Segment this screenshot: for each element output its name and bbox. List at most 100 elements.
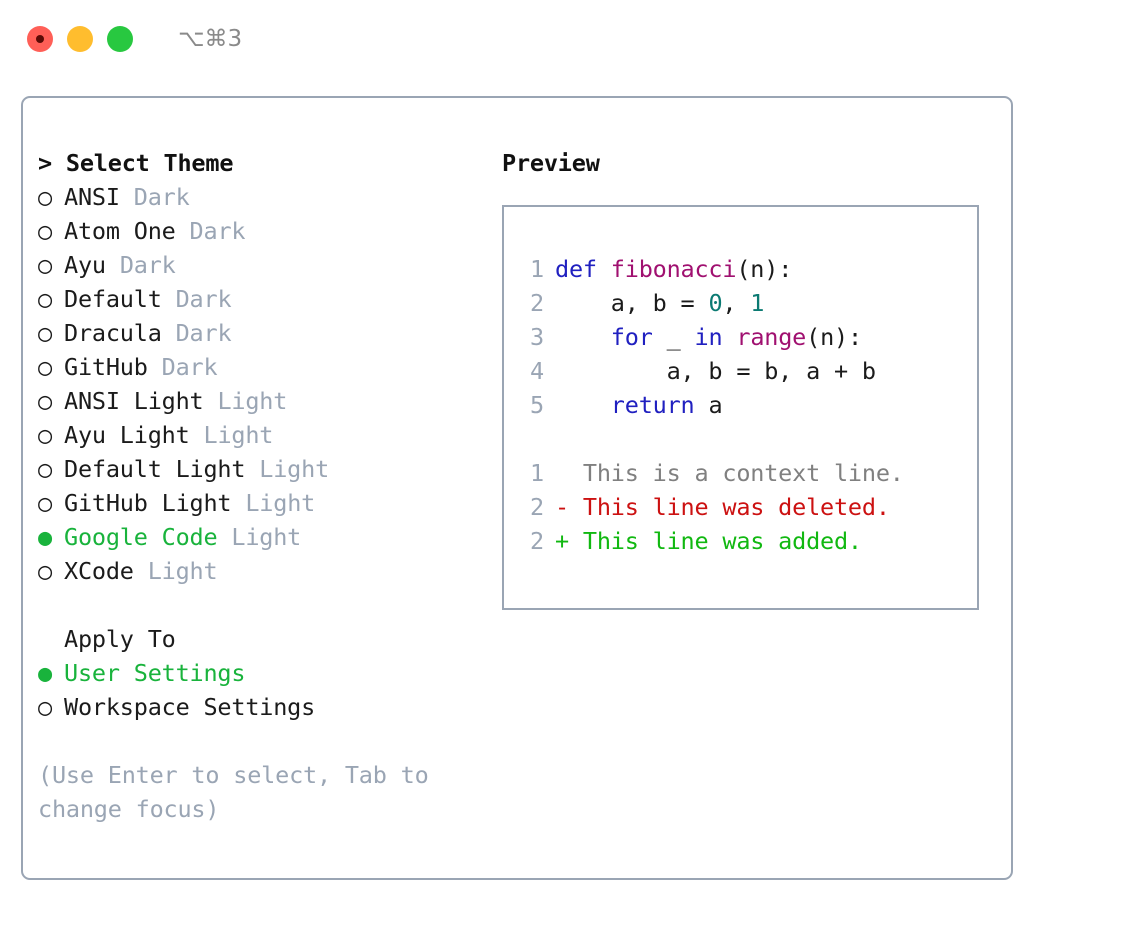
code-token-kw: in [694,323,723,351]
theme-option-variant-tag: Dark [175,285,232,313]
radio-unselected-icon: ○ [38,353,52,381]
select-theme-header: > Select Theme [38,149,234,177]
theme-option-ayu-light[interactable]: ○Ayu Light Light [38,418,488,452]
maximize-window-button[interactable] [107,26,133,52]
code-line-number: 4 [530,357,544,385]
theme-option-variant-tag: Dark [175,319,232,347]
code-line: 2 a, b = 0, 1 [518,286,973,320]
code-token-fn: fibonacci [610,255,737,283]
radio-selected-icon: ● [38,659,52,687]
diff-line-del: 2- This line was deleted. [518,490,973,524]
radio-unselected-icon: ○ [38,421,52,449]
theme-option-label: Default Light [64,455,246,483]
code-token-kw: for [610,323,653,351]
theme-option-github-light[interactable]: ○ GitHub Light Light [38,486,488,520]
theme-option-variant-tag: Light [231,523,302,551]
radio-unselected-icon: ○ [38,693,52,721]
code-token-pl: (n): [736,255,793,283]
code-token-num: 0 [708,289,723,317]
preview-header: Preview [502,149,600,177]
diff-line-text: This line was deleted. [582,493,890,521]
code-token-fn: range [736,323,807,351]
diff-line-number: 2 [530,527,544,555]
theme-option-dracula[interactable]: ○Dracula Dark [38,316,488,350]
theme-option-variant-tag: Light [217,387,288,415]
theme-option-variant-tag: Light [203,421,274,449]
theme-option-label: Google Code [64,523,218,551]
close-window-button[interactable] [27,26,53,52]
code-token-pl: (n): [806,323,862,351]
theme-option-variant-tag: Dark [161,353,218,381]
code-token-pl [555,323,611,351]
theme-option-label: ANSI Light [64,387,204,415]
radio-unselected-icon: ○ [38,285,52,313]
code-token-pl: _ [652,323,695,351]
minimize-window-button[interactable] [67,26,93,52]
apply-to-option-label: User Settings [64,659,246,687]
diff-marker [555,459,583,487]
code-line-number: 2 [530,289,544,317]
radio-unselected-icon: ○ [38,319,52,347]
theme-option-label: Default [64,285,162,313]
theme-option-label: Ayu [64,251,106,279]
radio-unselected-icon: ○ [38,557,52,585]
diff-line-number: 2 [530,493,544,521]
radio-selected-icon: ● [38,523,52,551]
theme-option-atom-one[interactable]: ○Atom One Dark [38,214,488,248]
theme-option-label: GitHub Light [64,489,232,517]
theme-option-variant-tag: Dark [119,251,176,279]
theme-option-github[interactable]: ○ GitHub Dark [38,350,488,384]
theme-option-label: GitHub [64,353,148,381]
theme-option-ansi[interactable]: ○ANSI Dark [38,180,488,214]
radio-unselected-icon: ○ [38,251,52,279]
traffic-lights [27,26,133,52]
window-titlebar: ⌥⌘3 [0,0,1140,78]
theme-option-default[interactable]: ○ Default Dark [38,282,488,316]
theme-option-label: ANSI [64,183,120,211]
theme-option-xcode[interactable]: ○ XCode Light [38,554,488,588]
theme-option-ayu[interactable]: ○ Ayu Dark [38,248,488,282]
code-line: 1 def fibonacci(n): [518,252,973,286]
code-token-pl: a [694,391,723,419]
code-token-pl [722,323,736,351]
code-line: 5 return a [518,388,973,422]
code-line-number: 1 [530,255,544,283]
list-spacer [38,588,488,622]
diff-marker: - [555,493,583,521]
code-token-kw: def [555,255,611,283]
panel-columns: > Select Theme ○ANSI Dark○Atom One Dark○… [23,98,1011,878]
theme-list[interactable]: ○ANSI Dark○Atom One Dark○Ayu Dark○Defaul… [38,180,488,588]
apply-to-option-workspace-settings[interactable]: ○ Workspace Settings [38,690,488,724]
radio-unselected-icon: ○ [38,217,52,245]
theme-option-variant-tag: Light [245,489,316,517]
code-diff-gap [518,422,973,456]
theme-option-variant-tag: Dark [189,217,246,245]
theme-picker-column: > Select Theme ○ANSI Dark○Atom One Dark○… [38,146,488,826]
radio-unselected-icon: ○ [38,183,52,211]
theme-option-ansi-light[interactable]: ○ANSI Light Light [38,384,488,418]
theme-option-google-code[interactable]: ● Google Code Light [38,520,488,554]
theme-option-variant-tag: Light [147,557,218,585]
theme-option-default-light[interactable]: ○ Default Light Light [38,452,488,486]
keyboard-hint-text: (Use Enter to select, Tab to change focu… [38,761,429,823]
code-line: 3 for _ in range(n): [518,320,973,354]
main-panel: > Select Theme ○ANSI Dark○Atom One Dark○… [21,96,1013,880]
diff-line-ctx: 1 This is a context line. [518,456,973,490]
radio-unselected-icon: ○ [38,489,52,517]
apply-to-header: Apply To [64,625,176,653]
apply-to-list[interactable]: ● User Settings ○ Workspace Settings [38,656,488,724]
apply-to-option-user-settings[interactable]: ● User Settings [38,656,488,690]
window-title: ⌥⌘3 [178,25,243,52]
radio-unselected-icon: ○ [38,455,52,483]
theme-option-label: XCode [64,557,134,585]
theme-option-variant-tag: Light [259,455,330,483]
diff-line-number: 1 [530,459,544,487]
code-token-pl: , [722,289,751,317]
code-token-pl [555,391,611,419]
apply-to-option-label: Workspace Settings [64,693,316,721]
code-line-number: 3 [530,323,544,351]
